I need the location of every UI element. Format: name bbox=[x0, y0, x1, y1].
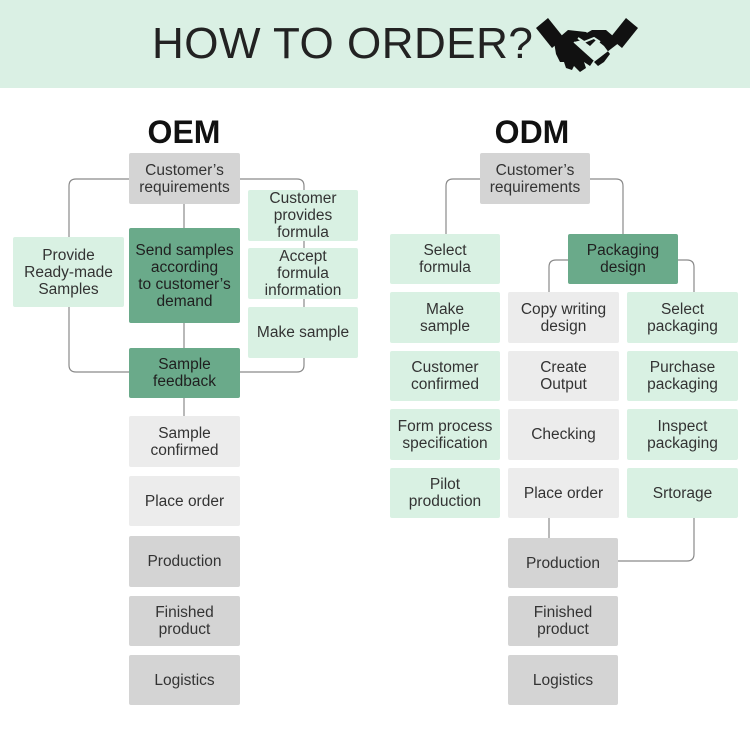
oem-production-box: Production bbox=[129, 536, 240, 587]
handshake-icon bbox=[536, 18, 638, 72]
oem-make-sample-box: Make sample bbox=[248, 307, 358, 358]
oem-place-order-box: Place order bbox=[129, 476, 240, 526]
odm-customer-requirements-box: Customer’s requirements bbox=[480, 153, 590, 204]
page-title: HOW TO ORDER? bbox=[152, 19, 534, 68]
odm-title: ODM bbox=[494, 114, 570, 150]
oem-customer-formula-box: Customer provides formula bbox=[248, 190, 358, 241]
oem-customer-requirements-box: Customer’s requirements bbox=[129, 153, 240, 204]
odm-packaging-design-box: Packaging design bbox=[568, 234, 678, 284]
odm-copy-writing-box: Copy writing design bbox=[508, 292, 619, 343]
odm-select-formula-box: Select formula bbox=[390, 234, 500, 284]
odm-finished-product-box: Finished product bbox=[508, 596, 618, 646]
oem-provide-samples-box: Provide Ready-made Samples bbox=[13, 237, 124, 307]
odm-inspect-packaging-box: Inspect packaging bbox=[627, 409, 738, 460]
oem-accept-formula-box: Accept formula information bbox=[248, 248, 358, 299]
odm-create-output-box: Create Output bbox=[508, 351, 619, 401]
oem-sample-feedback-box: Sample feedback bbox=[129, 348, 240, 398]
header-banner: HOW TO ORDER? bbox=[0, 0, 750, 88]
odm-storage-box: Srtorage bbox=[627, 468, 738, 518]
oem-logistics-box: Logistics bbox=[129, 655, 240, 705]
oem-finished-product-box: Finished product bbox=[129, 596, 240, 646]
odm-checking-box: Checking bbox=[508, 409, 619, 460]
odm-make-sample-box: Make sample bbox=[390, 292, 500, 343]
odm-logistics-box: Logistics bbox=[508, 655, 618, 705]
odm-customer-confirmed-box: Customer confirmed bbox=[390, 351, 500, 401]
odm-purchase-packaging-box: Purchase packaging bbox=[627, 351, 738, 401]
oem-send-samples-box: Send samples according to customer’s dem… bbox=[129, 228, 240, 323]
oem-sample-confirmed-box: Sample confirmed bbox=[129, 416, 240, 467]
odm-select-packaging-box: Select packaging bbox=[627, 292, 738, 343]
odm-place-order-box: Place order bbox=[508, 468, 619, 518]
oem-title: OEM bbox=[147, 114, 221, 150]
odm-production-box: Production bbox=[508, 538, 618, 588]
odm-form-process-box: Form process specification bbox=[390, 409, 500, 460]
odm-pilot-production-box: Pilot production bbox=[390, 468, 500, 518]
